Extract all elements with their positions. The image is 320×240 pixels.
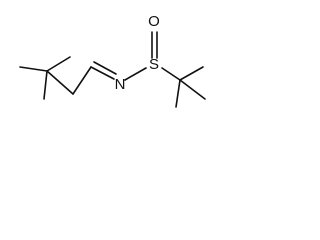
sulfur-atom-label: S — [149, 56, 159, 73]
bond-methyl-upper-quaternary-c — [46, 56, 71, 72]
atom-labels: O S N — [115, 13, 160, 93]
bond-c-n-double-2 — [93, 61, 117, 75]
chemical-structure: O S N — [19, 13, 206, 108]
oxygen-atom-label: O — [148, 13, 160, 30]
bond-c-n-double-1 — [90, 66, 115, 80]
bonds — [19, 31, 206, 108]
bond-tertiary-c-methyl-upper — [179, 66, 204, 81]
bond-ch-ch2 — [72, 66, 92, 95]
bond-s-tertiary-c — [161, 67, 181, 81]
bond-methyl-left-quaternary-c — [19, 66, 48, 72]
bond-n-s — [124, 67, 147, 81]
nitrogen-atom-label: N — [115, 76, 126, 93]
bond-tertiary-c-methyl-right — [179, 79, 206, 100]
bond-methyl-lower-quaternary-c — [43, 70, 48, 100]
bond-quaternary-c-ch — [46, 70, 74, 95]
bond-tertiary-c-methyl-lower — [175, 79, 181, 108]
